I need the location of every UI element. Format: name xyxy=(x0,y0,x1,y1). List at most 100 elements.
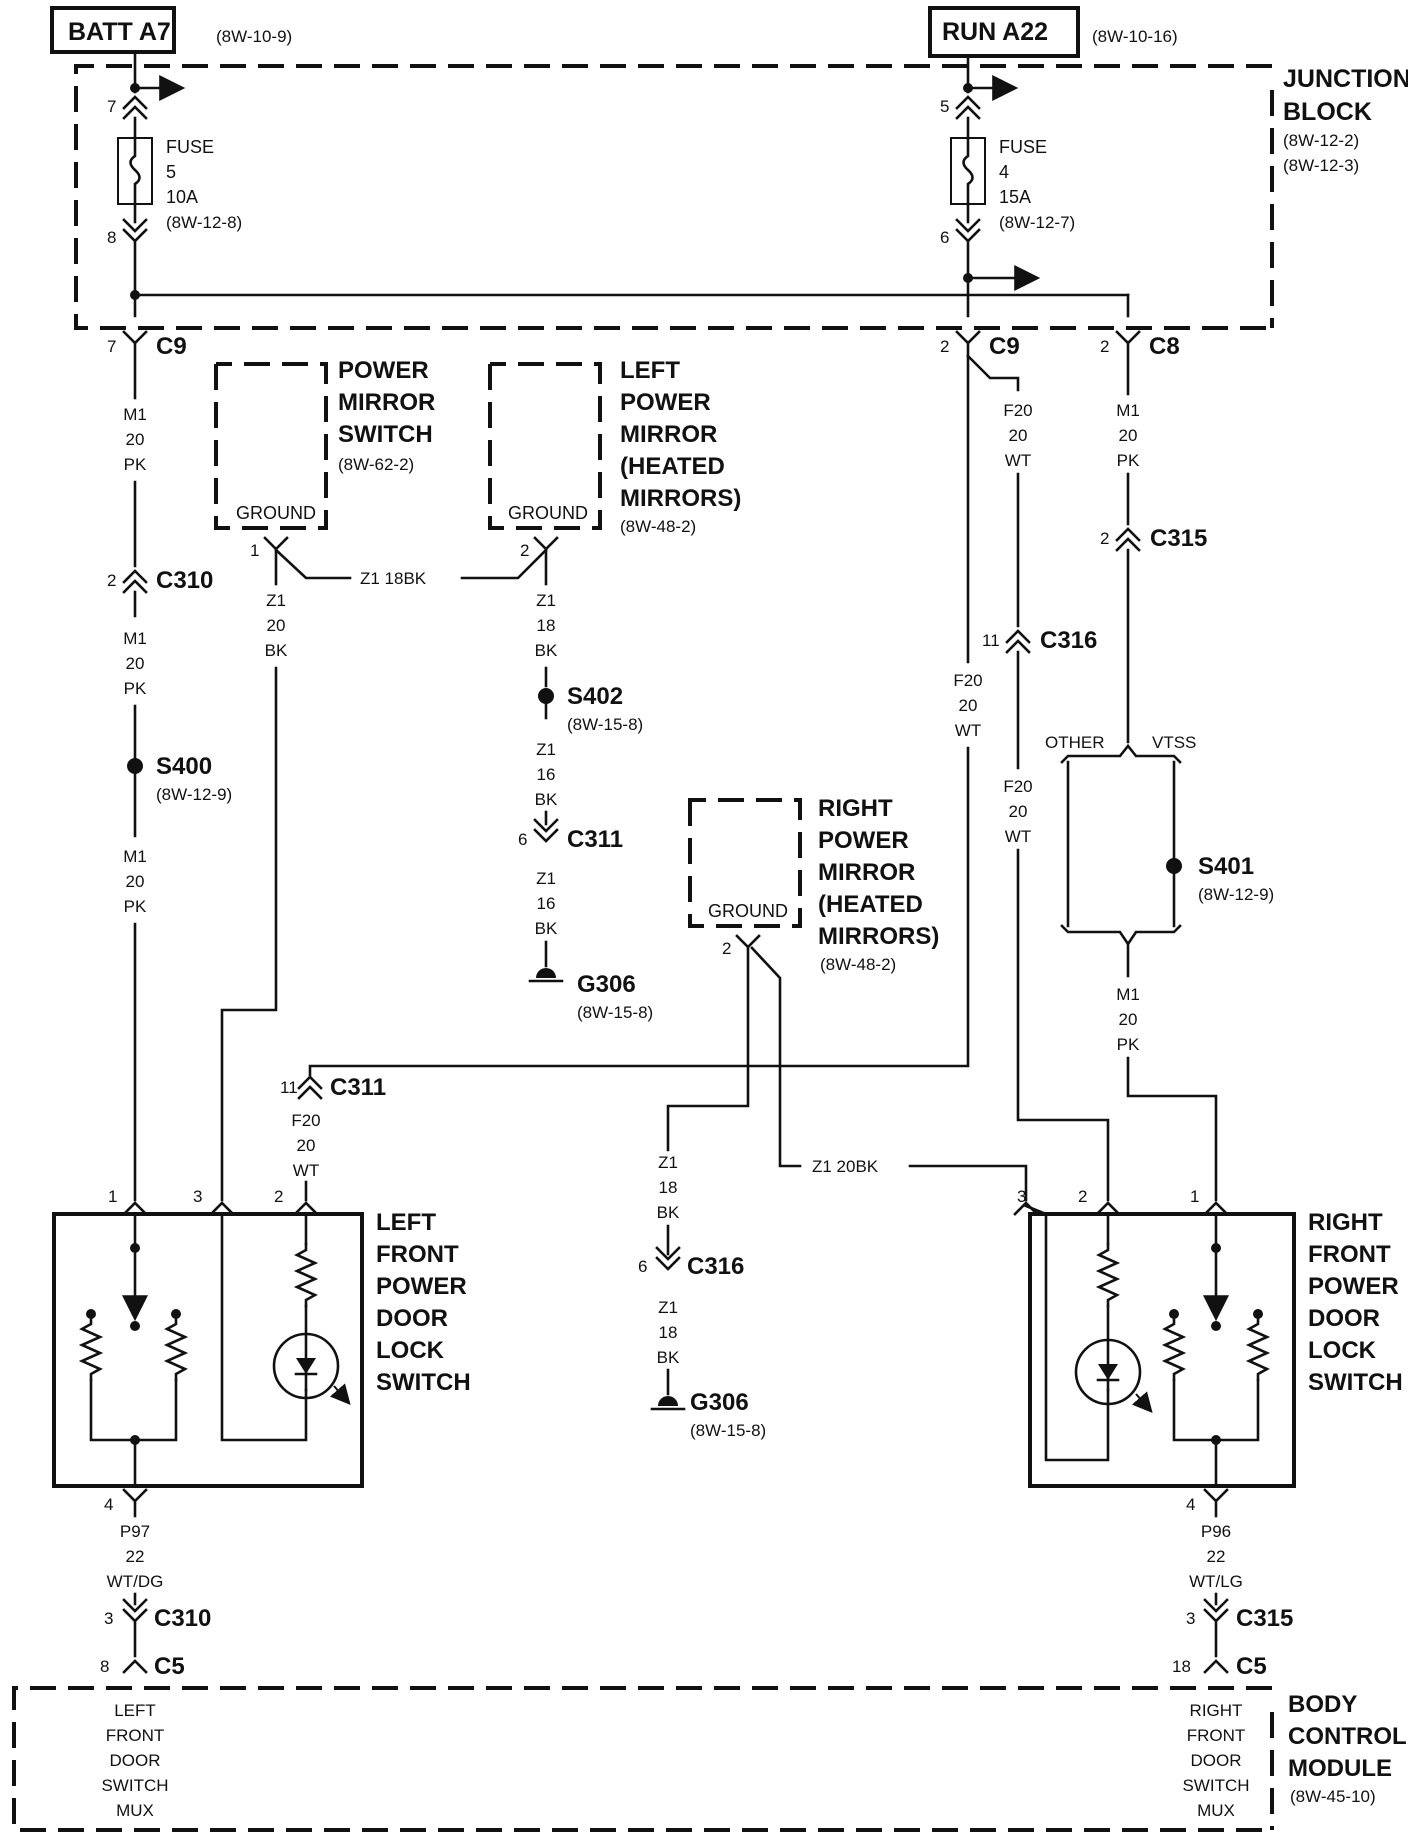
right-power-mirror-ground: GROUND xyxy=(708,901,788,921)
c315-bottom-name: C315 xyxy=(1236,1605,1293,1632)
c5-left-pin: 8 xyxy=(100,1657,109,1676)
left-power-mirror-label: LEFT xyxy=(620,357,680,384)
c311-mid-pin: 6 xyxy=(518,830,527,849)
power-mirror-switch-label: SWITCH xyxy=(338,421,433,448)
right-switch-pin-4: 4 xyxy=(1186,1495,1195,1514)
c5-right-pin: 18 xyxy=(1172,1657,1191,1676)
left-switch-pin-3: 3 xyxy=(193,1187,202,1206)
c310-top-name: C310 xyxy=(156,567,213,594)
wire-label: WT/LG xyxy=(1189,1572,1243,1591)
fuse-4-pin-in: 5 xyxy=(940,97,949,116)
wire-label: Z1 xyxy=(536,740,556,759)
wire-label: Z1 xyxy=(658,1153,678,1172)
right-switch-label: POWER xyxy=(1308,1273,1399,1300)
fuse-4-ref: (8W-12-7) xyxy=(999,213,1075,232)
c8-pin: 2 xyxy=(1100,337,1109,356)
bcm-right-input-label: FRONT xyxy=(1187,1726,1246,1745)
c310-bottom-pin: 3 xyxy=(104,1609,113,1628)
junction-bus xyxy=(130,240,1130,318)
power-mirror-switch-outline xyxy=(214,362,328,530)
c311-low-pin: 11 xyxy=(280,1078,298,1097)
wire-label: 20 xyxy=(959,696,978,715)
body-control-module: BODY CONTROL MODULE (8W-45-10) LEFT FRON… xyxy=(12,1686,1407,1832)
variant-brace-bottom xyxy=(1060,924,1182,947)
fuse-5-number: 5 xyxy=(166,162,176,182)
power-mirror-switch-pin: 1 xyxy=(250,541,259,560)
left-switch-label: LOCK xyxy=(376,1337,445,1364)
junction-block-outline xyxy=(74,64,1272,330)
wire-label: M1 xyxy=(123,847,147,866)
wire-label: 18 xyxy=(537,616,556,635)
wire-label: PK xyxy=(1117,1035,1140,1054)
right-power-mirror-label: MIRRORS) xyxy=(818,923,939,950)
wire-label: M1 xyxy=(1116,985,1140,1004)
wire-label: 20 xyxy=(1009,426,1028,445)
wire-label: Z1 xyxy=(266,591,286,610)
right-switch-lamp xyxy=(1074,1338,1142,1406)
left-switch-label: DOOR xyxy=(376,1305,448,1332)
c8-name: C8 xyxy=(1149,333,1180,360)
c5-right-name: C5 xyxy=(1236,1653,1267,1680)
fuse-5: 7 8 FUSE 5 10A (8W-12-8) xyxy=(107,50,242,247)
c316-top-name: C316 xyxy=(1040,627,1097,654)
power-mirror-switch-ref: (8W-62-2) xyxy=(338,455,414,474)
junction-block-label-2: BLOCK xyxy=(1283,98,1372,126)
right-switch-label: RIGHT xyxy=(1308,1209,1383,1236)
junction-block-ref-1: (8W-12-2) xyxy=(1283,131,1359,150)
wire-label: BK xyxy=(535,790,558,809)
ground-g306-upper-symbol xyxy=(536,968,556,978)
wire-label: WT/DG xyxy=(107,1572,164,1591)
fuse-4: 5 6 FUSE 4 15A (8W-12-7) xyxy=(940,54,1075,247)
fuse-4-number: 4 xyxy=(999,162,1009,182)
wire-label: PK xyxy=(1117,451,1140,470)
right-switch-label: DOOR xyxy=(1308,1305,1380,1332)
right-switch-label: FRONT xyxy=(1308,1241,1391,1268)
wire-label: F20 xyxy=(291,1111,320,1130)
right-power-mirror-label: POWER xyxy=(818,827,909,854)
fuse-5-ref: (8W-12-8) xyxy=(166,213,242,232)
right-power-mirror-outline xyxy=(688,798,802,928)
left-power-mirror-outline xyxy=(488,362,602,530)
left-switch-label: FRONT xyxy=(376,1241,459,1268)
s402-name: S402 xyxy=(567,683,623,710)
c316-low-pin: 6 xyxy=(638,1257,647,1276)
right-power-mirror-label: RIGHT xyxy=(818,795,893,822)
fuse-5-word: FUSE xyxy=(166,137,214,157)
wire-label: 20 xyxy=(126,654,145,673)
run-a22-source: RUN A22 (8W-10-16) xyxy=(928,6,1178,58)
c315-top-pin: 2 xyxy=(1100,529,1109,548)
connector-c8: 2 C8 xyxy=(1100,330,1180,360)
junction-block-ref-2: (8W-12-3) xyxy=(1283,156,1359,175)
batt-a7-ref: (8W-10-9) xyxy=(216,27,292,46)
right-switch-body xyxy=(1028,1212,1296,1488)
wire-label: M1 xyxy=(123,629,147,648)
left-power-mirror-ground: GROUND xyxy=(508,503,588,523)
wire-label: Z1 xyxy=(536,869,556,888)
left-power-mirror-label: MIRROR xyxy=(620,421,717,448)
bcm-ref: (8W-45-10) xyxy=(1290,1787,1376,1806)
wire-label: WT xyxy=(955,721,981,740)
left-power-mirror-pin: 2 xyxy=(520,541,529,560)
wire-label: 22 xyxy=(1207,1547,1226,1566)
bcm-left-input-label: LEFT xyxy=(114,1701,156,1720)
c311-low-name: C311 xyxy=(330,1074,386,1101)
connector-c9-right: 2 C9 xyxy=(940,330,1020,360)
run-a22-label: RUN A22 xyxy=(942,18,1048,46)
c316-top-pin: 11 xyxy=(982,631,1000,650)
c9-right-name: C9 xyxy=(989,333,1020,360)
left-switch-pin-1: 1 xyxy=(108,1187,117,1206)
right-mirror-ground-chain: Z1 18 BK 6 C316 Z1 18 BK G306 (8W-15-8) … xyxy=(638,946,1028,1440)
run-a22-box xyxy=(928,6,1080,58)
g306-lower-ref: (8W-15-8) xyxy=(690,1421,766,1440)
batt-a7-source: BATT A7 (8W-10-9) xyxy=(50,6,292,54)
power-mirror-switch-label: MIRROR xyxy=(338,389,435,416)
fuse-5-pin-out: 8 xyxy=(107,228,116,247)
fuse-4-word: FUSE xyxy=(999,137,1047,157)
bcm-outline xyxy=(12,1686,1272,1832)
wire-label: 16 xyxy=(537,894,556,913)
wire-z1-18bk-link: Z1 18BK xyxy=(274,548,548,588)
splice-s400-dot xyxy=(127,758,143,774)
wire-label: 20 xyxy=(126,430,145,449)
power-mirror-switch-label: POWER xyxy=(338,357,429,384)
